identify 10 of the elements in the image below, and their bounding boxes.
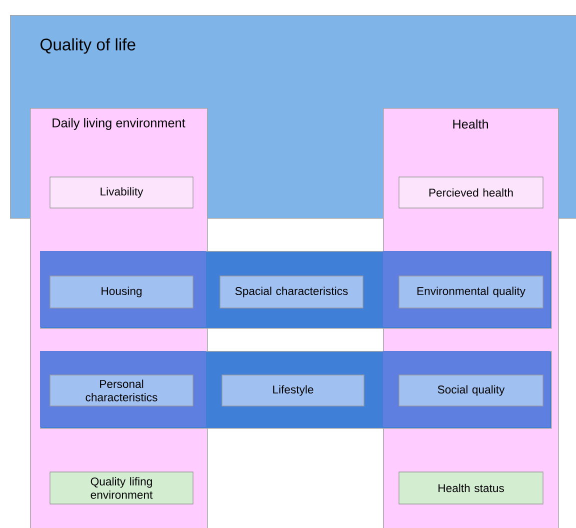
label-box: Social quality <box>398 374 544 406</box>
label-box: Livability <box>50 176 194 208</box>
label-box: Personal characteristics <box>50 374 194 406</box>
label-box: Spacial characteristics <box>220 276 364 308</box>
label-box: Quality lifing environment <box>50 472 194 504</box>
label-box: Housing <box>50 276 194 308</box>
label-box: Environmental quality <box>398 276 544 308</box>
label-box: Lifestyle <box>222 374 364 406</box>
label-box: Percieved health <box>398 176 544 208</box>
label-box: Health status <box>398 472 544 504</box>
